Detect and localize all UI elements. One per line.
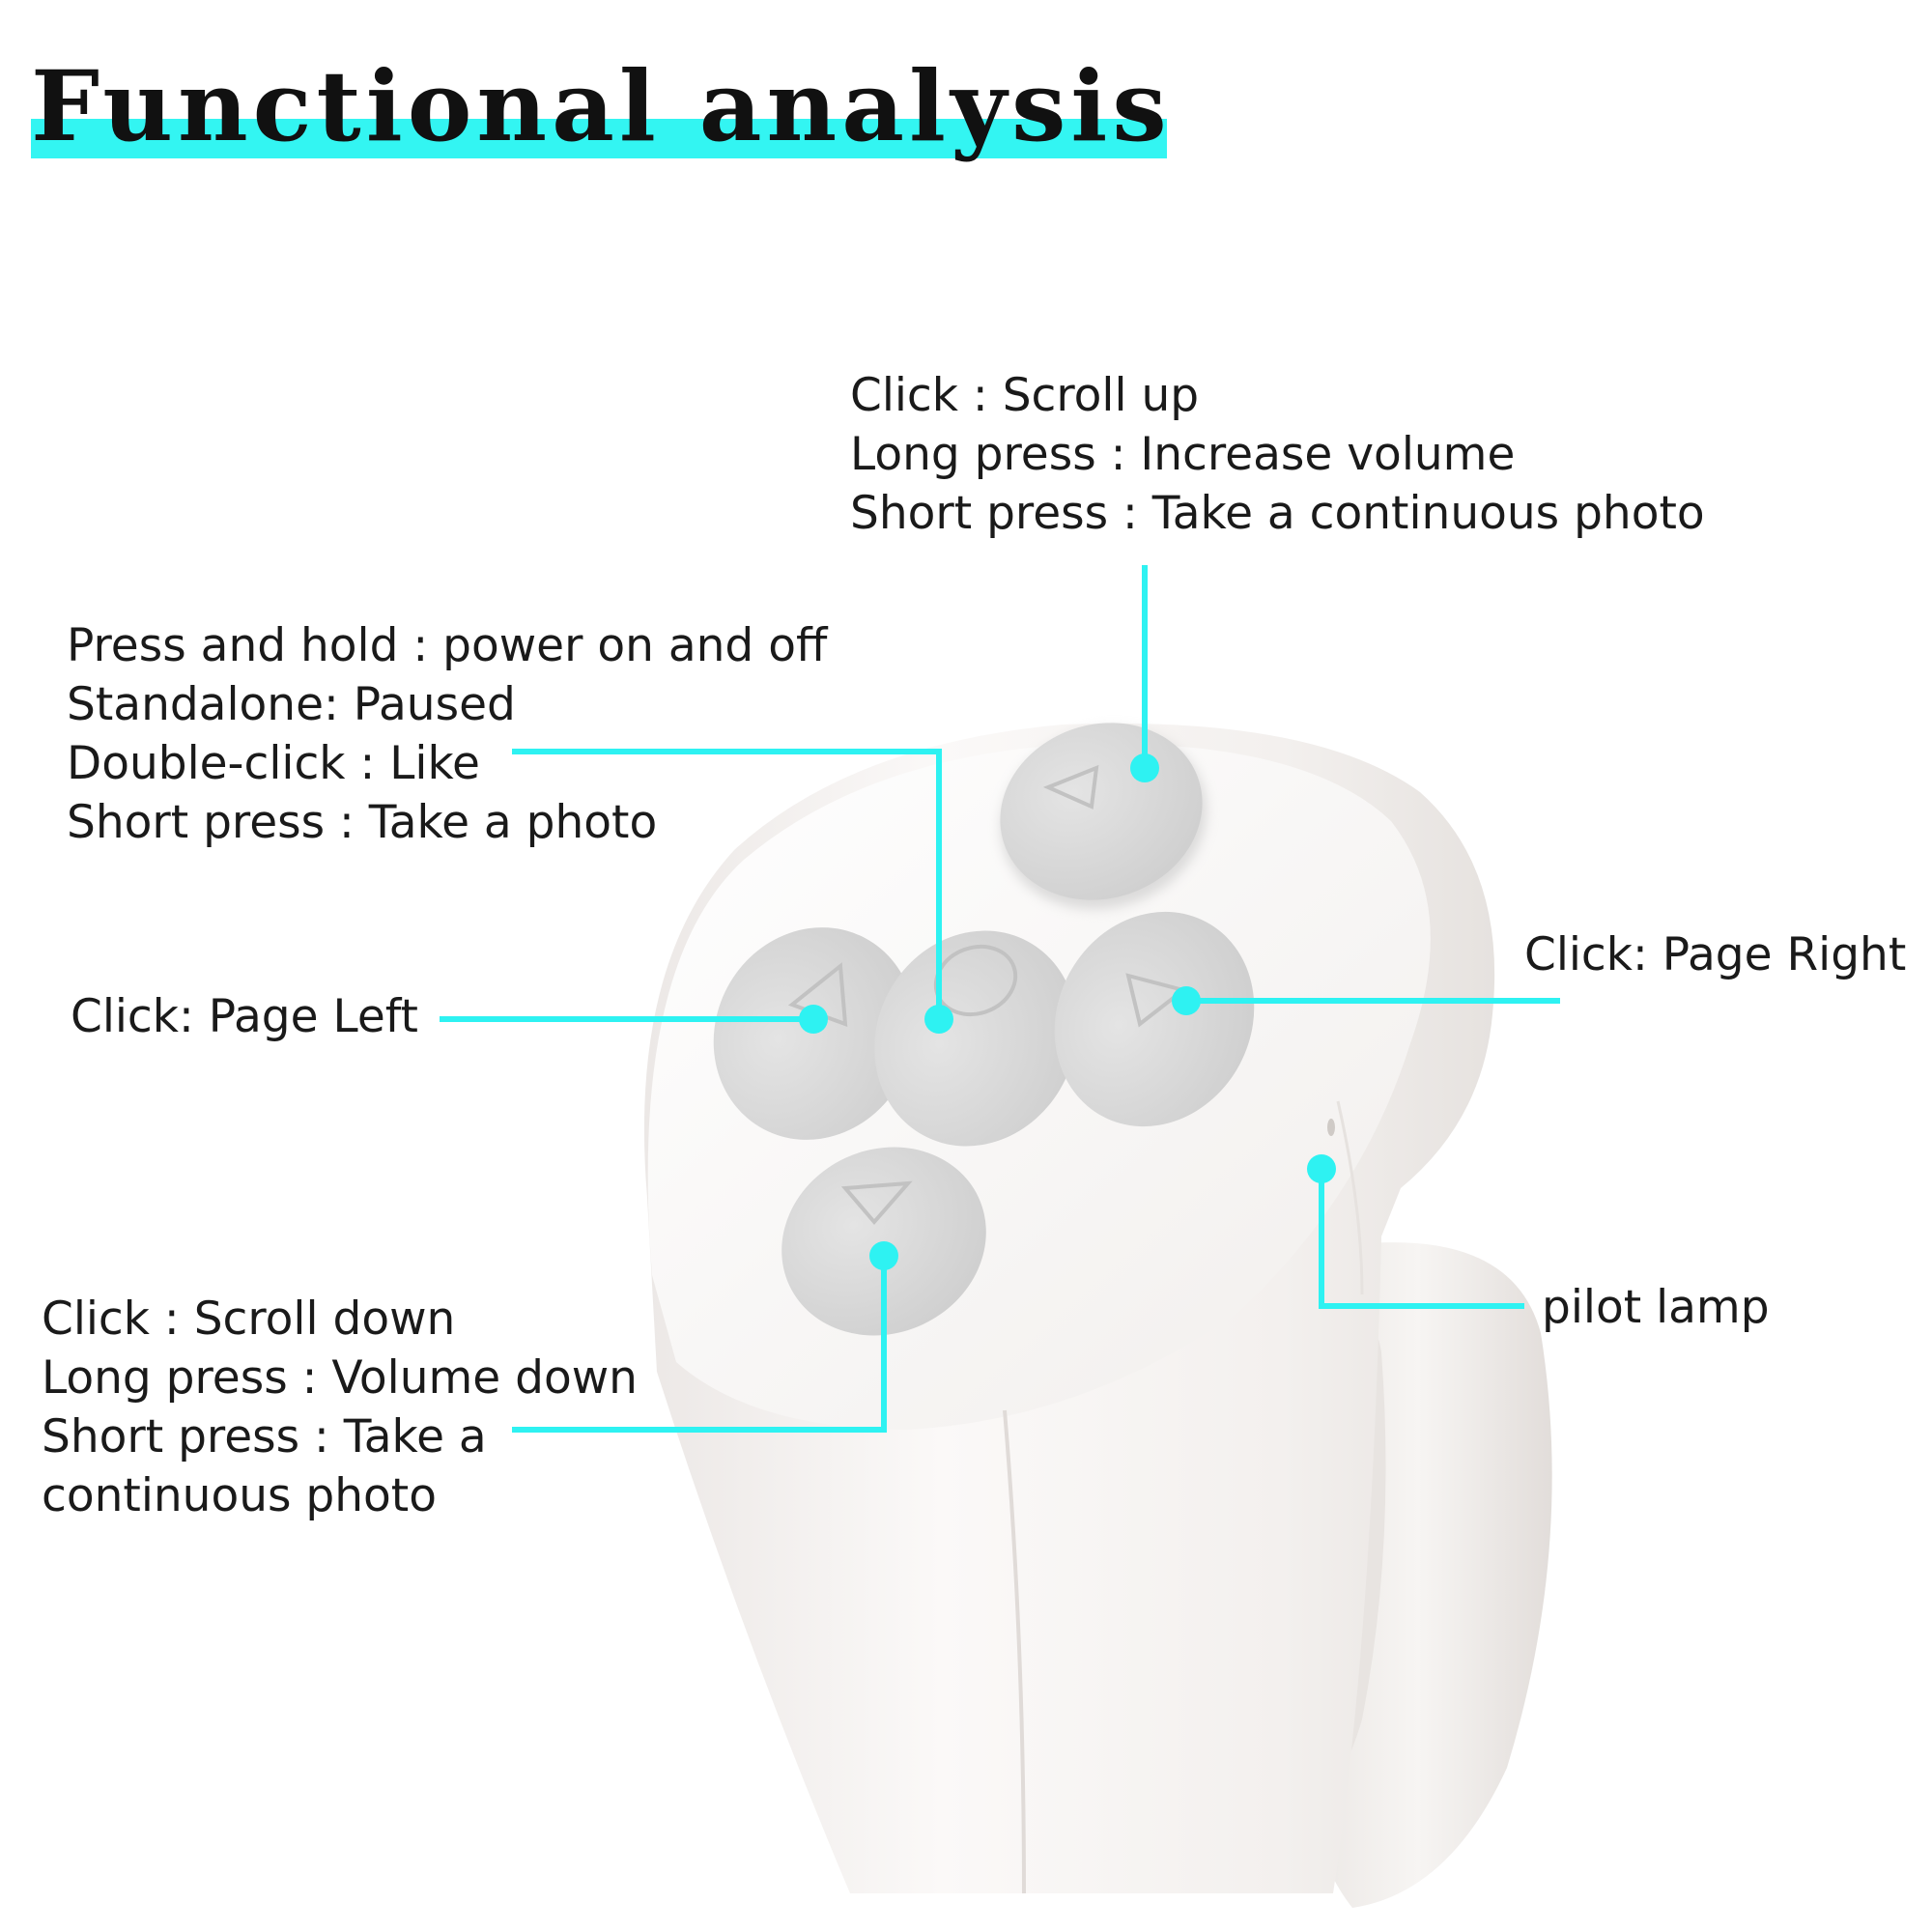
triangle-down-icon <box>840 1180 913 1226</box>
title-highlight-bar <box>31 119 1167 158</box>
callout-page-right: Click: Page Right <box>1524 925 1906 984</box>
callout-scroll-up: Click : Scroll up Long press : Increase … <box>850 366 1705 543</box>
callout-line: Click : Scroll up <box>850 369 1200 422</box>
leader-dot-left <box>799 1005 828 1034</box>
callout-line: Click: Page Left <box>71 990 418 1043</box>
callout-pilot-lamp: pilot lamp <box>1542 1278 1770 1337</box>
callout-line: Short press : Take a photo <box>67 796 658 849</box>
leader-dot-right <box>1172 986 1201 1015</box>
callout-scroll-down: Click : Scroll down Long press : Volume … <box>42 1290 638 1525</box>
callout-line: Long press : Volume down <box>42 1351 638 1405</box>
callout-power: Press and hold : power on and off Standa… <box>67 616 827 852</box>
leader-lines <box>440 565 1560 1433</box>
triangle-right-icon <box>1125 973 1188 1028</box>
leader-dot-bottom <box>869 1241 898 1270</box>
callout-line: Double-click : Like <box>67 737 480 790</box>
callout-line: Click: Page Right <box>1524 928 1907 981</box>
body-seam <box>1003 1409 1026 1894</box>
callout-line: Press and hold : power on and off <box>67 619 828 672</box>
leader-dot-top <box>1130 753 1159 782</box>
callout-line: Short press : Take a continuous photo <box>850 487 1705 540</box>
callout-line: Long press : Increase volume <box>850 428 1516 481</box>
button-right <box>1054 911 1255 1127</box>
leader-dot-lamp <box>1307 1154 1336 1183</box>
callout-line: Click : Scroll down <box>42 1293 456 1346</box>
callout-line: continuous photo <box>42 1469 437 1522</box>
leader-line-bottom <box>512 1256 887 1433</box>
leader-line-lamp <box>1319 1169 1524 1309</box>
button-center <box>874 930 1077 1147</box>
leader-dot-center <box>924 1005 953 1034</box>
body-seam-right <box>1336 1100 1364 1295</box>
callout-page-left: Click: Page Left <box>71 987 418 1046</box>
button-left <box>713 927 916 1140</box>
callout-line: Short press : Take a <box>42 1410 487 1463</box>
triangle-up-icon <box>1042 764 1099 810</box>
leader-dots <box>799 753 1336 1270</box>
page-title: Functional analysis <box>31 49 1172 163</box>
callout-line: pilot lamp <box>1542 1281 1770 1334</box>
leader-line-center <box>512 749 942 1019</box>
pilot-lamp-hole <box>1327 1119 1335 1136</box>
callout-line: Standalone: Paused <box>67 678 516 731</box>
